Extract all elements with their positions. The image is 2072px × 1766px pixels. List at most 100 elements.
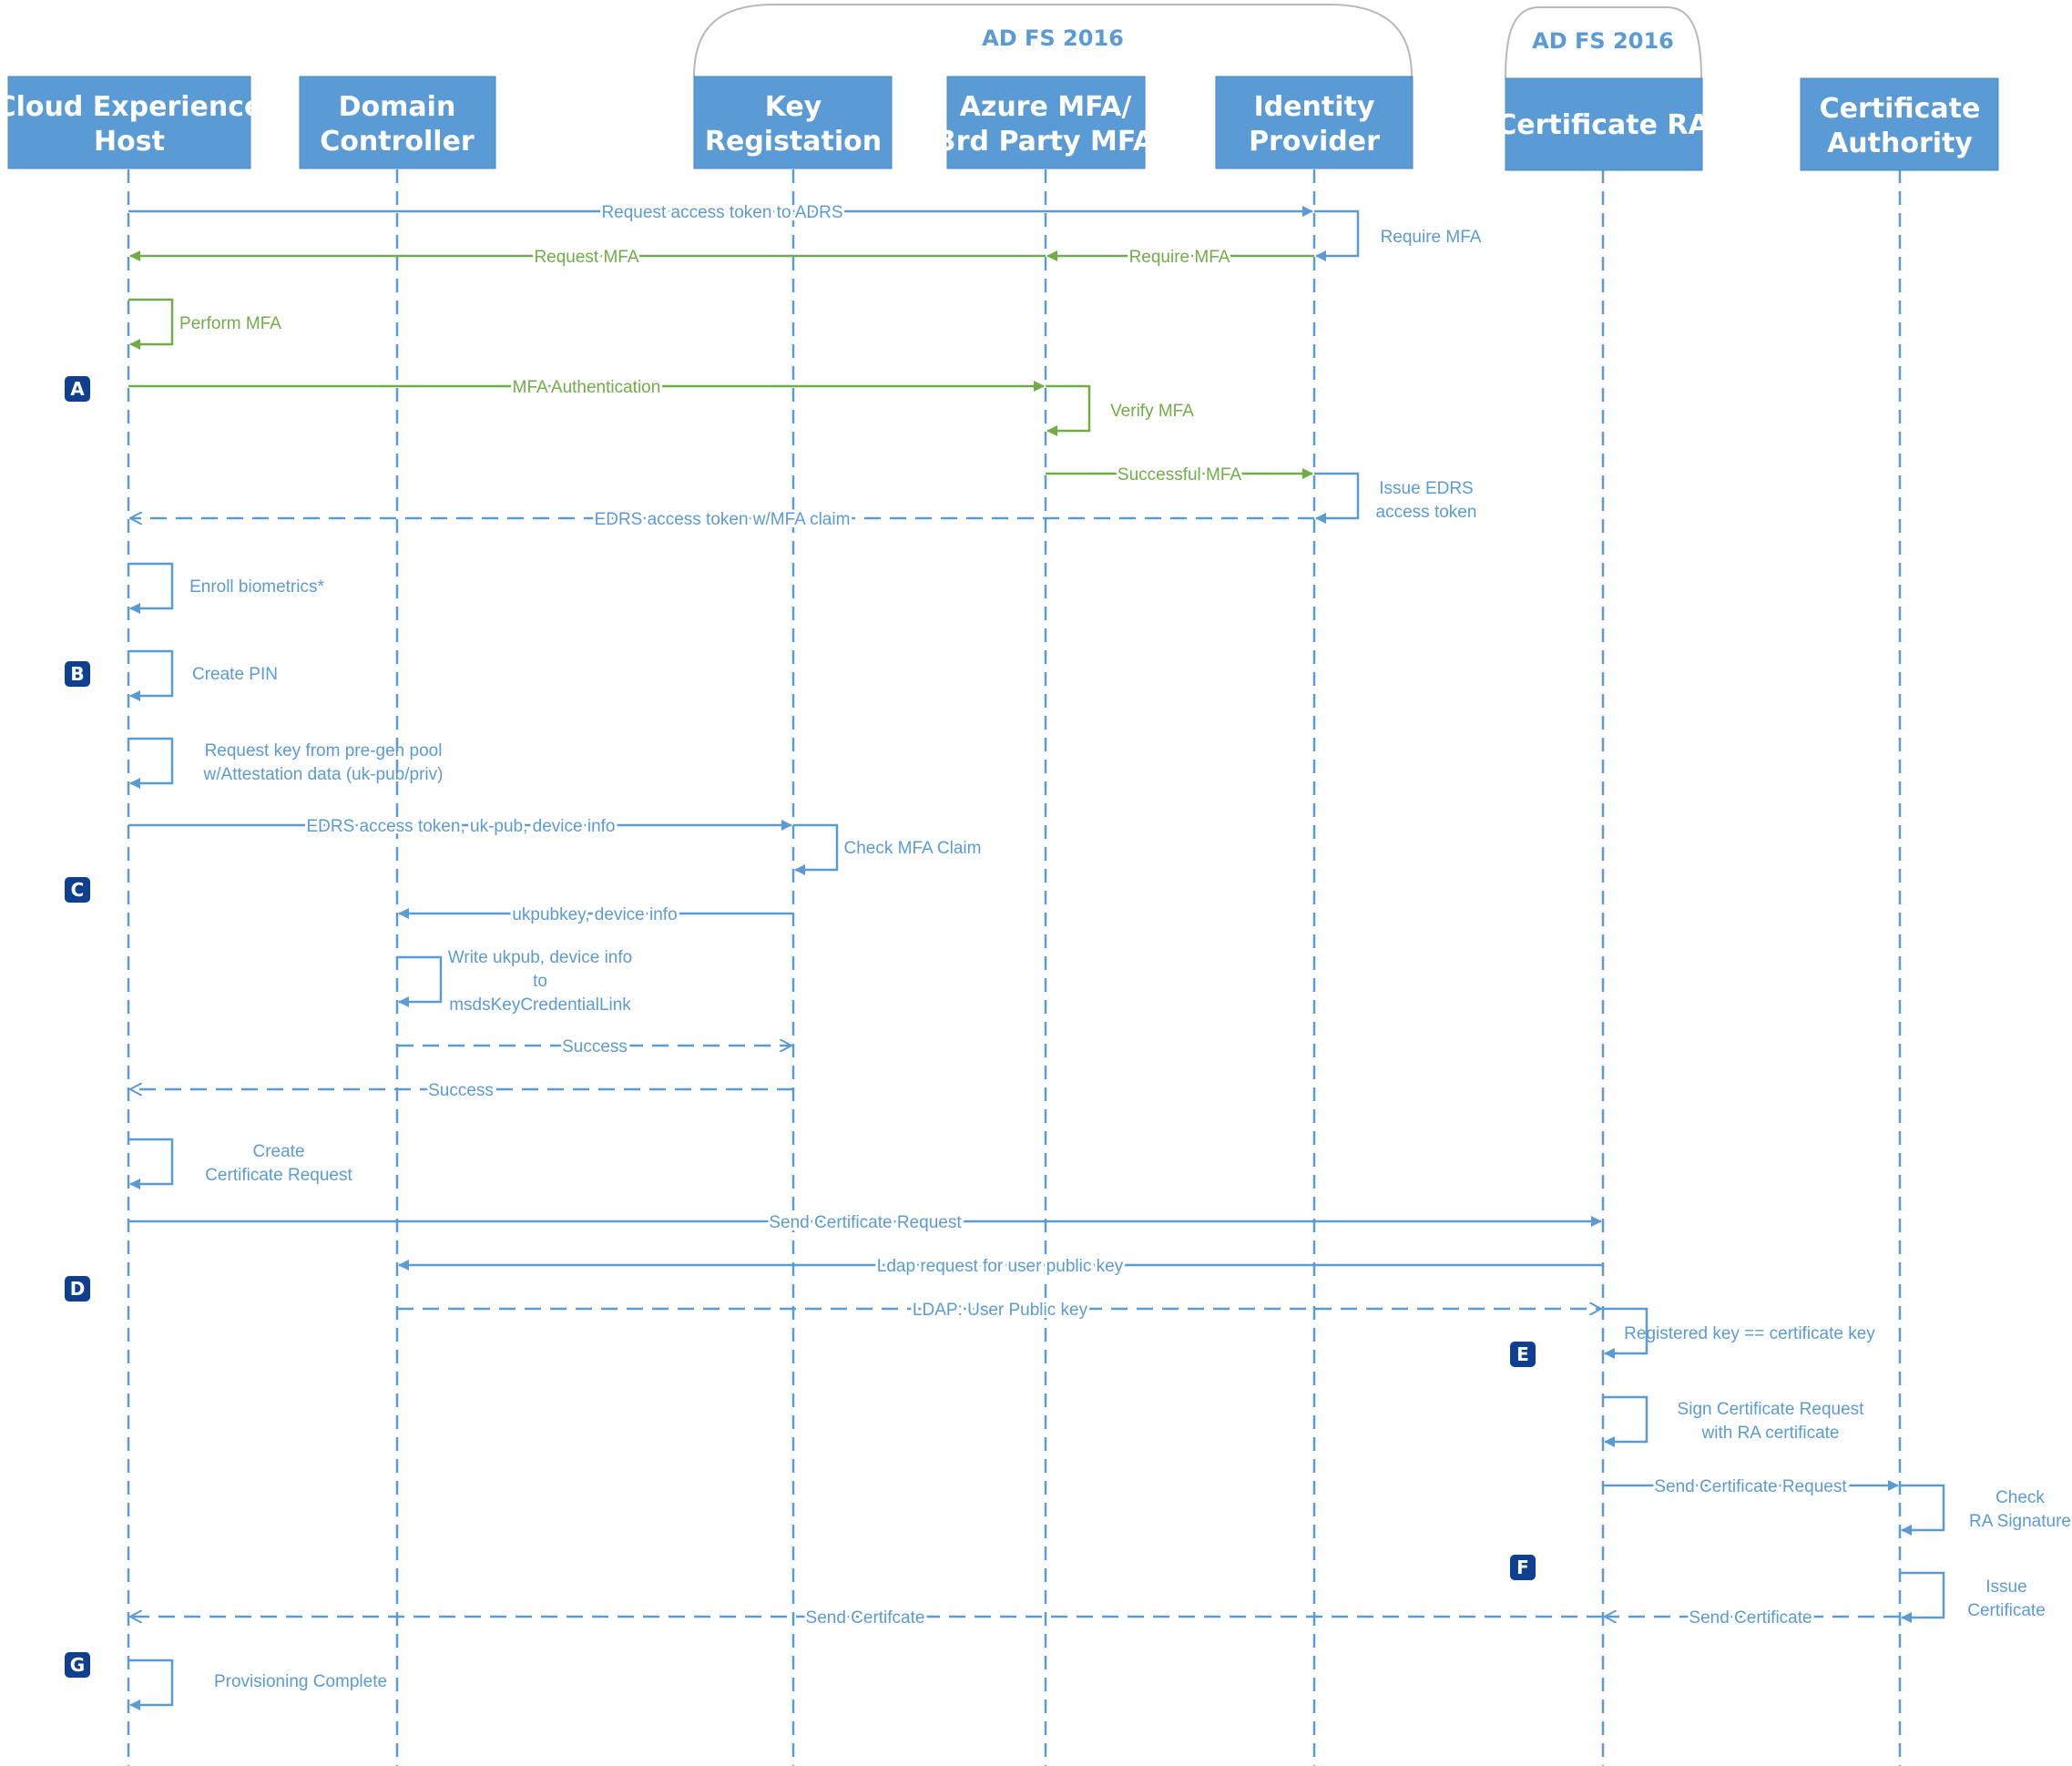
participant-certificate-authority: Certificate Authority	[1800, 77, 1999, 171]
self-call-label: Certificate Request	[205, 1166, 352, 1185]
message: Success	[130, 1078, 793, 1103]
self-call-label: Issue EDRS	[1379, 479, 1473, 498]
step-badges: A B C D E F G	[65, 376, 1536, 1678]
message: Require MFA	[1046, 245, 1314, 270]
participant-title-line: Authority	[1827, 128, 1973, 159]
participant-cloud-experience-host: Cloud Experience Host	[0, 76, 262, 169]
self-call-loop	[1314, 209, 1360, 261]
self-call-label: RA Signature	[1969, 1512, 2071, 1531]
self-call-loop	[128, 298, 174, 350]
message-label: Successful MFA	[1118, 465, 1242, 485]
message-label: EDRS access token w/MFA claim	[595, 510, 851, 529]
self-call-label: Check	[1995, 1488, 2045, 1507]
message-label: Request MFA	[534, 248, 638, 267]
message-label: LDAP: User Public key	[913, 1301, 1088, 1320]
participant-box	[1800, 77, 1999, 171]
step-badge-e: E	[1510, 1342, 1536, 1367]
step-badge-b: B	[65, 661, 90, 687]
message-label: Send Certifcate	[806, 1608, 925, 1628]
group-adfs-ra-title: AD FS 2016	[1532, 28, 1674, 54]
step-badge-letter: B	[70, 663, 84, 685]
self-call-loop	[1603, 1395, 1648, 1447]
message: Request access token to ADRS	[128, 200, 1313, 225]
self-call-loop	[1046, 384, 1091, 436]
participant-box	[946, 76, 1146, 169]
participant-certificate-ra: Certificate RA	[1496, 77, 1710, 171]
participant-title-line: Azure MFA/	[960, 91, 1132, 123]
step-badge-letter: E	[1516, 1343, 1529, 1365]
step-badge-box	[1510, 1555, 1536, 1580]
self-call-label: Registered key == certificate key	[1624, 1324, 1875, 1343]
participant-key-registation: Key Registation	[693, 76, 893, 169]
step-badge-box	[65, 1652, 90, 1678]
group-adfs-ra-outline	[1505, 6, 1702, 79]
self-call-loop	[128, 562, 174, 614]
self-call: Check MFA Claim	[793, 823, 982, 875]
self-call-label: Provisioning Complete	[214, 1672, 387, 1691]
participant-title-line: Host	[94, 126, 165, 158]
message-label: Send Certificate Request	[769, 1213, 962, 1232]
self-call-label: Create	[252, 1142, 304, 1161]
message-label: Send Certificate	[1689, 1608, 1812, 1628]
message: Ldap request for user public key	[398, 1254, 1603, 1279]
self-call: Registered key == certificate key	[1603, 1307, 1875, 1359]
self-call-label: to	[533, 972, 547, 991]
step-badge-letter: F	[1516, 1557, 1529, 1578]
step-badge-g: G	[65, 1652, 90, 1678]
self-call: Issue Certificate	[1900, 1571, 2046, 1623]
step-badge-box	[65, 376, 90, 402]
self-call-label: Issue	[1985, 1577, 2026, 1597]
self-call-label: access token	[1376, 503, 1477, 522]
self-call-label: w/Attestation data (uk-pub/priv)	[203, 765, 444, 784]
step-badge-c: C	[65, 877, 90, 903]
self-call-loop	[128, 1138, 174, 1189]
participant-identity-provider: Identity Provider	[1215, 76, 1414, 169]
message-label: EDRS access token, uk-pub, device info	[306, 817, 615, 836]
self-call: Request key from pre-gen pool w/Attestat…	[128, 737, 444, 789]
message-label: Require MFA	[1129, 248, 1230, 267]
self-call-loop	[397, 955, 443, 1007]
message: Request MFA	[129, 245, 1046, 270]
message: Send Certifcate	[130, 1606, 1603, 1630]
self-call-loop	[128, 737, 174, 789]
self-call-label: Check MFA Claim	[844, 839, 982, 858]
self-call-loop	[793, 823, 839, 875]
message: Success	[397, 1035, 791, 1059]
self-call-label: Create PIN	[192, 665, 278, 684]
message-label: ukpubkey, device info	[512, 905, 677, 924]
self-call-label: Sign Certificate Request	[1678, 1400, 1865, 1419]
step-badge-box	[1510, 1342, 1536, 1367]
step-badge-box	[65, 1276, 90, 1302]
message: LDAP: User Public key	[397, 1298, 1601, 1322]
self-call-loop	[1900, 1484, 1945, 1536]
message-label: Success	[562, 1037, 628, 1057]
step-badge-letter: G	[70, 1654, 85, 1676]
step-badge-letter: A	[70, 378, 85, 400]
self-call: Sign Certificate Request with RA certifi…	[1603, 1395, 1865, 1447]
step-badge-letter: C	[71, 879, 85, 901]
group-adfs-main: AD FS 2016	[693, 4, 1413, 77]
step-badge-box	[65, 877, 90, 903]
message-label: Success	[428, 1081, 494, 1100]
self-call: Verify MFA	[1046, 384, 1194, 436]
participant-box	[693, 76, 893, 169]
self-call: Enroll biometrics*	[128, 562, 325, 614]
self-call: Require MFA	[1314, 209, 1482, 261]
self-call-loop	[1900, 1571, 1945, 1623]
step-badge-d: D	[65, 1276, 90, 1302]
participants: Cloud Experience Host Domain Controller …	[0, 76, 1999, 171]
messages: Request access token to ADRS Require MFA…	[128, 200, 1900, 1630]
participant-box	[7, 76, 251, 169]
participant-domain-controller: Domain Controller	[299, 76, 496, 169]
self-call-label: with RA certificate	[1701, 1424, 1840, 1443]
participant-title-line: Controller	[320, 126, 475, 158]
message: Successful MFA	[1046, 463, 1313, 487]
participant-title-line: Identity	[1254, 91, 1375, 123]
self-call-label: Require MFA	[1381, 228, 1482, 247]
participant-box	[1215, 76, 1414, 169]
participant-title-line: Certificate	[1820, 93, 1981, 125]
message: Send Certificate	[1605, 1606, 1900, 1630]
message-label: Send Certificate Request	[1654, 1477, 1847, 1496]
self-call-loop	[128, 1659, 174, 1710]
participant-title-line: Registation	[705, 126, 882, 158]
